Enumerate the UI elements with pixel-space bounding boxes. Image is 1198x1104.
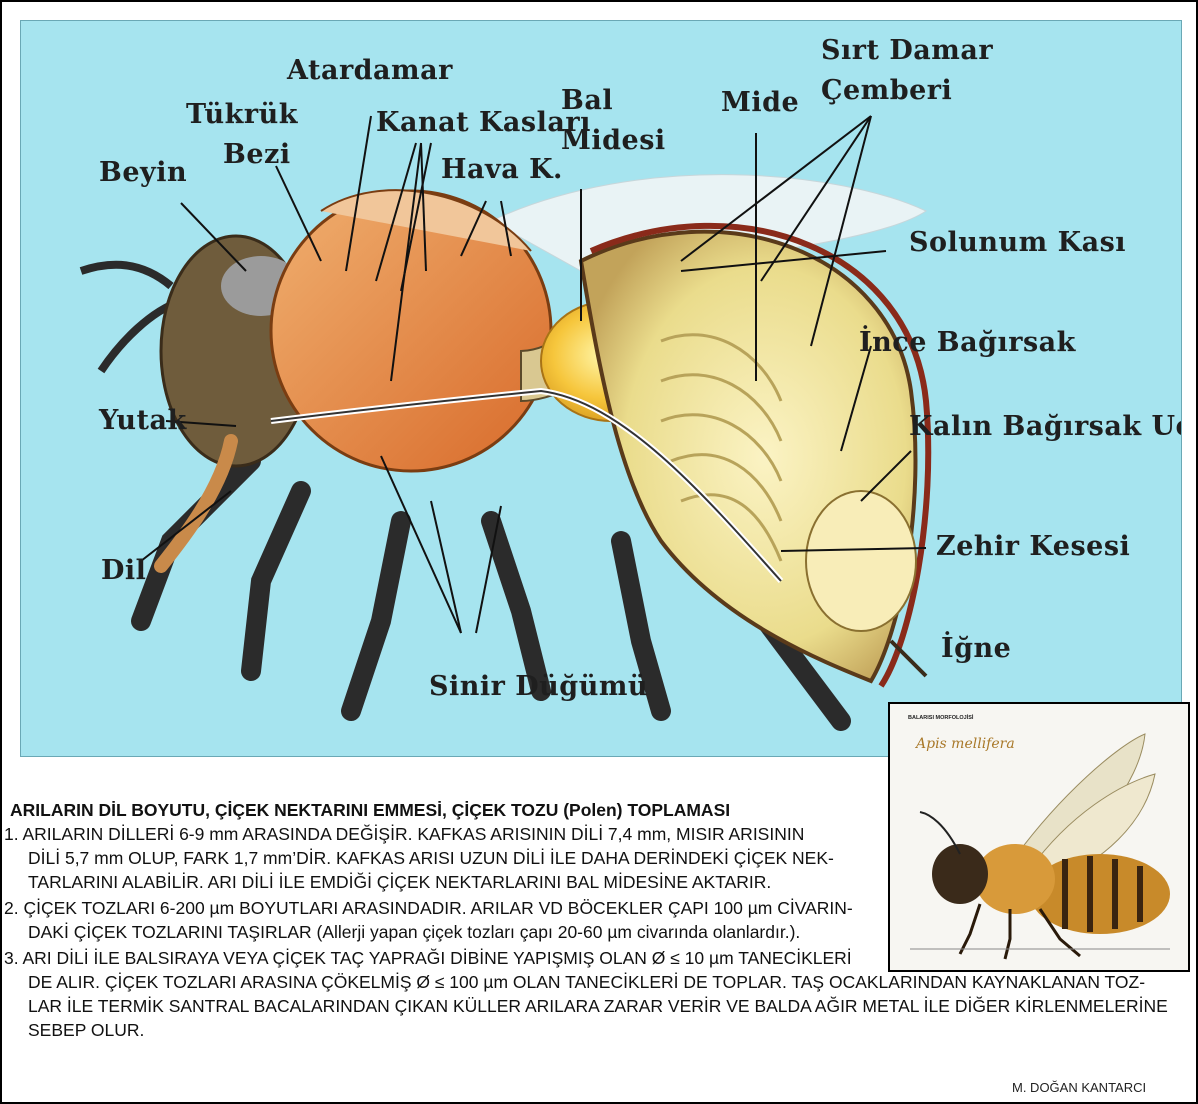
author-signature: M. DOĞAN KANTARCI xyxy=(1012,1080,1146,1095)
text-line: LAR İLE TERMİK SANTRAL BACALARINDAN ÇIKA… xyxy=(28,994,1168,1018)
label-kanat-kaslari: Kanat Kasları xyxy=(376,109,591,136)
label-yutak: Yutak xyxy=(99,407,187,434)
description-title: ARILARIN DİL BOYUTU, ÇİÇEK NEKTARINI EMM… xyxy=(10,798,730,822)
label-zehir-kesesi: Zehir Kesesi xyxy=(936,533,1130,560)
text-line: SEBEP OLUR. xyxy=(28,1018,144,1042)
label-sirt-damar-line1: Sırt Damar xyxy=(821,37,993,64)
text-line: 2. ÇİÇEK TOZLARI 6-200 µm BOYUTLARI ARAS… xyxy=(4,896,853,920)
label-tukruk-line2: Bezi xyxy=(223,141,291,168)
label-solunum-kasi: Solunum Kası xyxy=(909,229,1126,256)
text-line: 3. ARI DİLİ İLE BALSIRAYA VEYA ÇİÇEK TAÇ… xyxy=(4,946,852,970)
label-ince-bagirsak: İnce Bağırsak xyxy=(859,329,1076,356)
label-atardamar: Atardamar xyxy=(287,57,453,84)
inset-title: BALARISI MORFOLOJİSİ xyxy=(908,715,973,721)
text-line: TARLARINI ALABİLİR. ARI DİLİ İLE EMDİĞİ … xyxy=(28,870,771,894)
label-sinir-dugumu: Sinir Düğümü xyxy=(429,673,648,700)
text-line: DİLİ 5,7 mm OLUP, FARK 1,7 mm’DİR. KAFKA… xyxy=(28,846,834,870)
inset-species-name: Apis mellifera xyxy=(916,736,1015,752)
label-bal-line1: Bal xyxy=(561,87,613,114)
bee-anatomy-diagram: Atardamar Tükrük Bezi Beyin Kanat Kaslar… xyxy=(20,20,1182,757)
label-beyin: Beyin xyxy=(99,159,187,186)
label-mide: Mide xyxy=(721,89,799,116)
text-line: DE ALIR. ÇİÇEK TOZLARI ARASINA ÇÖKELMİŞ … xyxy=(28,970,1145,994)
text-line: DAKİ ÇİÇEK TOZLARINI TAŞIRLAR (Allerji y… xyxy=(28,920,800,944)
label-hava-k: Hava K. xyxy=(441,156,563,183)
label-bal-line2: Midesi xyxy=(561,127,666,154)
label-sirt-damar-line2: Çemberi xyxy=(821,77,952,104)
text-line: 1. ARILARIN DİLLERİ 6-9 mm ARASINDA DEĞİ… xyxy=(4,822,804,846)
label-kalin-bagirsak: Kalın Bağırsak Ucu xyxy=(909,413,1182,440)
label-igne: İğne xyxy=(941,635,1011,662)
label-dil: Dil xyxy=(101,557,146,584)
inset-bee-morphology-image: BALARISI MORFOLOJİSİ Apis mellifera xyxy=(888,702,1190,972)
label-tukruk-line1: Tükrük xyxy=(186,101,298,128)
